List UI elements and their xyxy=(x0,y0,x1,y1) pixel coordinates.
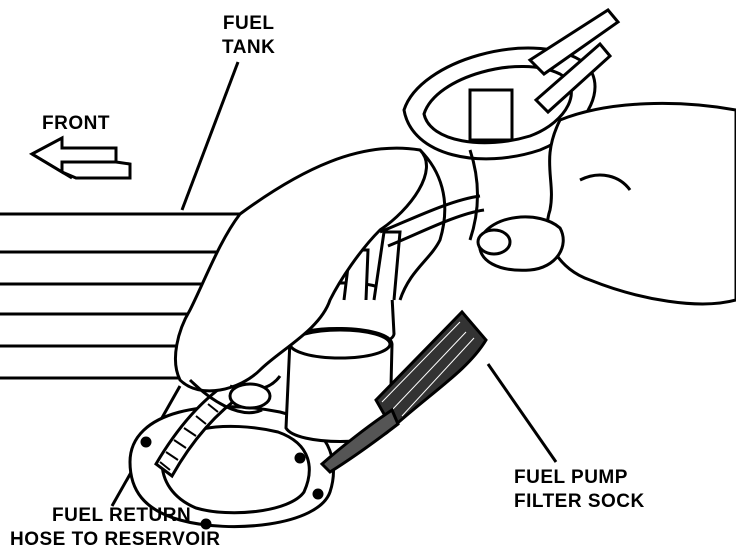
pump-outlet-assembly xyxy=(398,8,621,301)
right-hand xyxy=(476,101,736,306)
left-hand xyxy=(173,146,428,415)
front-label: FRONT xyxy=(42,113,110,134)
filter-sock xyxy=(319,309,488,474)
fuel-tube xyxy=(379,194,485,248)
fuel-tank-label: FUEL TANK xyxy=(222,12,275,60)
fuel-return-hose-label-line-1: FUEL RETURN xyxy=(52,505,192,526)
filter-sock-label-line-2: FILTER SOCK xyxy=(514,491,645,512)
fuel-return-hose-label-line-2: HOSE TO RESERVOIR xyxy=(10,529,221,550)
filter-sock-label: FUEL PUMP FILTER SOCK xyxy=(514,466,645,514)
fuel-tank-label-line-2: TANK xyxy=(222,37,276,58)
fuel-tank-label-line-1: FUEL xyxy=(222,13,275,34)
filter-sock-label-line-1: FUEL PUMP xyxy=(514,467,628,488)
fuel-return-hose-label: FUEL RETURN HOSE TO RESERVOIR xyxy=(10,504,221,552)
front-arrow-icon xyxy=(28,135,132,180)
